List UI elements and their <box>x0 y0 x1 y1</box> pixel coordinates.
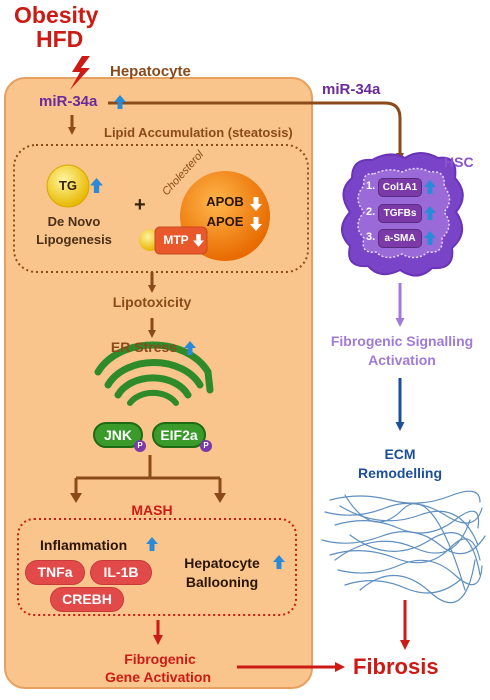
fibrogenic-label-1: Fibrogenic <box>124 651 196 667</box>
crebh-label: CREBH <box>62 591 112 607</box>
lipid-accumulation-box <box>13 144 309 273</box>
arrow-to-mash <box>74 455 222 499</box>
apoe-label: APOE <box>206 214 244 229</box>
er-stress-label: ER Stress <box>110 339 178 355</box>
lipid-accumulation-label: Lipid Accumulation (steatosis) <box>104 125 293 140</box>
tg-droplet <box>46 164 90 208</box>
hsc-item-name: a-SMA <box>378 229 422 248</box>
up-arrow-icon <box>424 231 436 245</box>
up-arrow-icon <box>184 341 196 355</box>
down-arrow-icon <box>250 197 262 211</box>
mash-label: MASH <box>131 502 173 518</box>
jnk-label: JNK <box>103 427 132 443</box>
fibrogenic-signalling-label-2: Activation <box>368 352 436 368</box>
lipotoxicity-label: Lipotoxicity <box>112 294 192 310</box>
hsc-item-2: 2. TGFBs <box>366 204 446 223</box>
lightning-icon <box>70 56 90 90</box>
mir34a-liver-label: miR-34a <box>39 93 98 110</box>
phospho-badge: P <box>200 440 212 452</box>
il1b-label: IL-1B <box>103 564 139 580</box>
down-arrow-icon <box>193 234 204 247</box>
ecm-fibers-icon <box>321 490 486 604</box>
hfd-label: HFD <box>36 26 84 52</box>
crebh-pill: CREBH <box>50 587 124 612</box>
hsc-item-name: Col1A1 <box>378 178 422 197</box>
down-arrow-icon <box>250 217 262 231</box>
fibrogenic-label-2: Gene Activation <box>104 669 212 685</box>
ballooning-label-2: Ballooning <box>185 574 259 590</box>
tnfa-pill: TNFa <box>25 560 85 585</box>
hsc-item-1: 1. Col1A1 <box>366 178 446 197</box>
phospho-badge: P <box>134 440 146 452</box>
mir34a-hsc-label: miR-34a <box>322 81 381 98</box>
jnk-pill: JNK <box>93 422 143 448</box>
hsc-item-name: TGFBs <box>378 204 422 223</box>
hsc-label: HSC <box>444 154 474 170</box>
tg-label: TG <box>58 178 78 193</box>
lipogenesis-label: Lipogenesis <box>36 232 112 247</box>
hsc-item-3: 3. a-SMA <box>366 229 446 248</box>
obesity-label: Obesity <box>14 2 99 28</box>
up-arrow-icon <box>114 95 126 109</box>
inflammation-label: Inflammation <box>40 537 128 553</box>
up-arrow-icon <box>90 178 103 193</box>
plus-sign: + <box>134 194 146 216</box>
eif2a-pill: EIF2a <box>152 422 206 448</box>
up-arrow-icon <box>424 180 436 194</box>
ballooning-label-1: Hepatocyte <box>184 555 260 571</box>
tnfa-label: TNFa <box>37 564 73 580</box>
hsc-item-num: 3. <box>366 231 376 243</box>
il1b-pill: IL-1B <box>90 560 152 585</box>
fibrosis-label: Fibrosis <box>353 654 439 679</box>
ecm-label-2: Remodelling <box>357 465 442 481</box>
mtp-box <box>154 226 208 255</box>
up-arrow-icon <box>424 206 436 220</box>
arrow-mir34a-to-hsc <box>108 101 404 161</box>
up-arrow-icon <box>146 537 158 551</box>
eif2a-label: EIF2a <box>160 427 198 443</box>
ecm-label-1: ECM <box>384 446 416 462</box>
up-arrow-icon <box>273 555 285 569</box>
hsc-item-num: 1. <box>366 180 376 192</box>
fibrogenic-signalling-label-1: Fibrogenic Signalling <box>330 333 474 349</box>
mtp-label: MTP <box>163 233 189 247</box>
apob-label: APOB <box>206 194 244 209</box>
hsc-item-num: 2. <box>366 206 376 218</box>
er-icon <box>94 341 214 406</box>
hepatocyte-label: Hepatocyte <box>110 63 191 80</box>
de-novo-label: De Novo <box>47 214 101 229</box>
